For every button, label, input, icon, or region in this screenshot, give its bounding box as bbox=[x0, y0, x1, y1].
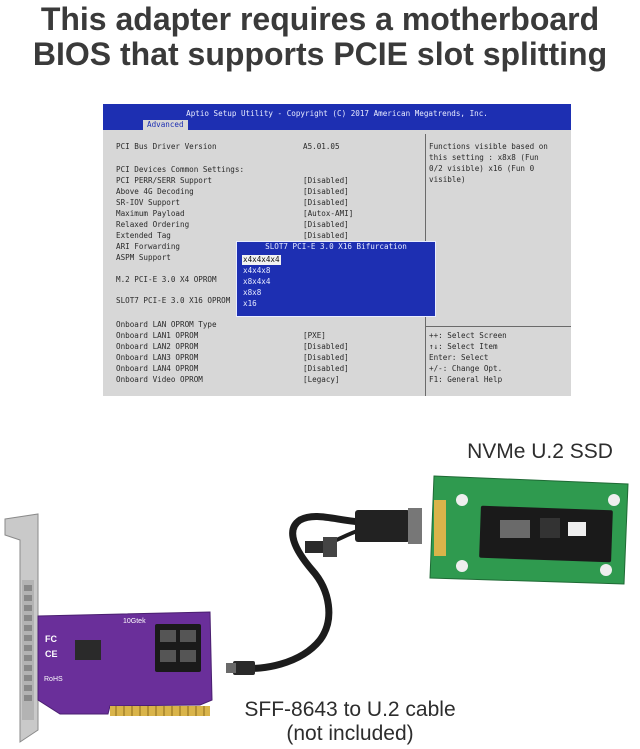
card-brand-label: 10Gtek bbox=[123, 618, 146, 625]
bios-help-divider bbox=[425, 326, 571, 327]
setting-label[interactable]: Onboard LAN3 OPROM bbox=[116, 353, 199, 362]
setting-label[interactable]: SLOT7 PCI-E 3.0 X16 OPROM bbox=[116, 296, 231, 305]
setting-value[interactable]: [Disabled] bbox=[303, 176, 349, 185]
option-x4x4x4x4[interactable]: x4x4x4x4 bbox=[242, 255, 281, 265]
cable-note: (not included) bbox=[286, 722, 414, 745]
option-x4x4x8[interactable]: x4x4x8 bbox=[243, 266, 271, 275]
setting-label[interactable]: Maximum Payload bbox=[116, 209, 185, 218]
setting-label[interactable]: ARI Forwarding bbox=[116, 242, 181, 251]
help-key: +/-: Change Opt. bbox=[429, 364, 503, 373]
nvme-u2-ssd-board bbox=[429, 475, 629, 585]
setting-label[interactable]: PCI PERR/SERR Support bbox=[116, 176, 213, 185]
setting-label[interactable]: Onboard LAN4 OPROM bbox=[116, 364, 199, 373]
setting-value: A5.01.05 bbox=[303, 142, 340, 151]
setting-label[interactable]: Relaxed Ordering bbox=[116, 220, 190, 229]
help-key: Enter: Select bbox=[429, 353, 489, 362]
help-text: this setting : x8x8 (Fun bbox=[429, 153, 539, 162]
bios-title-bar: Aptio Setup Utility - Copyright (C) 2017… bbox=[103, 104, 571, 130]
setting-label[interactable]: Onboard LAN2 OPROM bbox=[116, 342, 199, 351]
setting-label: PCI Devices Common Settings: bbox=[116, 165, 245, 174]
setting-label: PCI Bus Driver Version bbox=[116, 142, 217, 151]
hardware-illustration bbox=[4, 475, 629, 743]
headline-line-1: This adapter requires a motherboard bbox=[40, 1, 600, 37]
bifurcation-popup[interactable]: SLOT7 PCI-E 3.0 X16 Bifurcation x4x4x4x4… bbox=[236, 241, 436, 317]
setting-value[interactable]: [Disabled] bbox=[303, 187, 349, 196]
help-key: ++: Select Screen bbox=[429, 331, 507, 340]
bios-screenshot: Aptio Setup Utility - Copyright (C) 2017… bbox=[103, 104, 571, 396]
setting-label: Onboard LAN OPROM Type bbox=[116, 320, 217, 329]
pcie-adapter-card bbox=[37, 611, 213, 716]
fc-mark: FC bbox=[45, 634, 57, 644]
ce-mark: CE bbox=[45, 649, 58, 659]
setting-value[interactable]: [Disabled] bbox=[303, 220, 349, 229]
setting-value[interactable]: [Disabled] bbox=[303, 353, 349, 362]
setting-label[interactable]: M.2 PCI-E 3.0 X4 OPROM bbox=[116, 275, 217, 284]
setting-label[interactable]: Onboard Video OPROM bbox=[116, 375, 203, 384]
setting-value[interactable]: [Autox-AMI] bbox=[303, 209, 354, 218]
setting-value[interactable]: [Disabled] bbox=[303, 231, 349, 240]
setting-value[interactable]: [Disabled] bbox=[303, 198, 349, 207]
help-text: Functions visible based on bbox=[429, 142, 548, 151]
option-x8x8[interactable]: x8x8 bbox=[243, 288, 262, 297]
rohs-mark: RoHS bbox=[44, 676, 63, 683]
ssd-caption: NVMe U.2 SSD bbox=[467, 440, 613, 463]
bios-title: Aptio Setup Utility - Copyright (C) 2017… bbox=[186, 109, 488, 118]
help-key: ↑↓: Select Item bbox=[429, 342, 498, 351]
headline-line-2: BIOS that supports PCIE slot splitting bbox=[32, 36, 608, 72]
pcie-bracket bbox=[4, 513, 39, 743]
bios-tab-advanced[interactable]: Advanced bbox=[143, 120, 188, 130]
setting-value[interactable]: [Disabled] bbox=[303, 364, 349, 373]
help-text: visible) bbox=[429, 175, 466, 184]
setting-label[interactable]: SR-IOV Support bbox=[116, 198, 181, 207]
setting-value[interactable]: [Legacy] bbox=[303, 375, 340, 384]
option-x8x4x4[interactable]: x8x4x4 bbox=[243, 277, 271, 286]
sff8643-u2-cable bbox=[226, 508, 422, 675]
setting-label[interactable]: Onboard LAN1 OPROM bbox=[116, 331, 199, 340]
setting-label[interactable]: ASPM Support bbox=[116, 253, 171, 262]
setting-value[interactable]: [PXE] bbox=[303, 331, 326, 340]
setting-value[interactable]: [Disabled] bbox=[303, 342, 349, 351]
setting-label[interactable]: Extended Tag bbox=[116, 231, 171, 240]
help-text: 0/2 visible) x16 (Fun 0 bbox=[429, 164, 535, 173]
option-x16[interactable]: x16 bbox=[243, 299, 257, 308]
cable-caption: SFF-8643 to U.2 cable bbox=[244, 698, 456, 721]
setting-label[interactable]: Above 4G Decoding bbox=[116, 187, 194, 196]
help-key: F1: General Help bbox=[429, 375, 503, 384]
popup-title: SLOT7 PCI-E 3.0 X16 Bifurcation bbox=[265, 242, 407, 251]
